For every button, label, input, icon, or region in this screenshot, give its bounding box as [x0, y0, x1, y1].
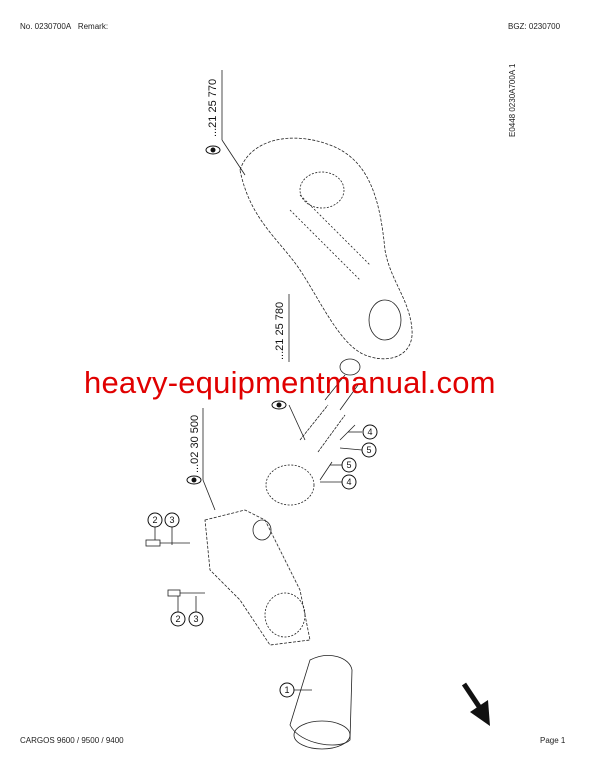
- callout-3: 3: [164, 512, 180, 528]
- svg-text:1: 1: [284, 685, 289, 695]
- callout-2: 2: [147, 512, 163, 528]
- direction-arrow-icon: [461, 682, 490, 726]
- svg-text:3: 3: [193, 614, 198, 624]
- svg-text:2: 2: [175, 614, 180, 624]
- svg-text:5: 5: [346, 460, 351, 470]
- svg-text:5: 5: [366, 445, 371, 455]
- svg-text:3: 3: [169, 515, 174, 525]
- eye-icon: [205, 145, 221, 155]
- footer-page: Page 1: [540, 736, 566, 745]
- callout-3: 3: [188, 611, 204, 627]
- svg-text:4: 4: [346, 477, 351, 487]
- footer-model: CARGOS 9600 / 9500 / 9400: [20, 736, 124, 745]
- callout-4: 4: [341, 474, 357, 490]
- bgz-number: BGZ: 0230700: [508, 22, 561, 31]
- watermark: heavy-equipmentmanual.com: [84, 365, 496, 400]
- eye-icon: [271, 400, 287, 410]
- document-number: No. 0230700A Remark:: [20, 22, 109, 31]
- eye-icon: [186, 475, 202, 485]
- callout-5: 5: [361, 442, 377, 458]
- svg-text:4: 4: [367, 427, 372, 437]
- callout-4: 4: [362, 424, 378, 440]
- svg-text:2: 2: [152, 515, 157, 525]
- callout-1: 1: [279, 682, 295, 698]
- callout-5: 5: [341, 457, 357, 473]
- remark-label: Remark:: [77, 22, 109, 31]
- callout-2: 2: [170, 611, 186, 627]
